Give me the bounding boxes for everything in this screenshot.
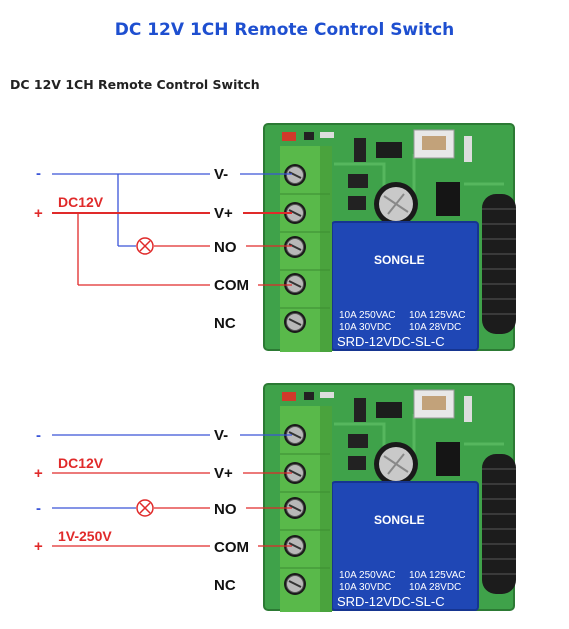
positive-sign-1: + xyxy=(34,205,43,222)
terminal-label-nc-1: NC xyxy=(214,315,236,332)
screw-terminal-nc-2 xyxy=(283,572,307,596)
terminal-label-vplus-2: V+ xyxy=(214,465,233,482)
receiver-board-2: SONGLE 10A 250VAC 10A 30VDC 10A 125VAC 1… xyxy=(262,382,518,614)
relay-model: SRD-12VDC-SL-C xyxy=(337,334,445,349)
supply-label-2: DC12V xyxy=(58,455,104,471)
relay-rating-l2: 10A 30VDC xyxy=(339,322,391,333)
relay-rating-r2: 10A 28VDC xyxy=(409,322,461,333)
relay-rating-l2-2: 10A 30VDC xyxy=(339,582,391,593)
relay-rating-l1: 10A 250VAC xyxy=(339,310,396,321)
terminal-label-no-2: NO xyxy=(214,501,237,518)
load-supply-label-2: 1V-250V xyxy=(58,528,112,544)
screw-terminal-no-1 xyxy=(283,235,307,259)
page-subtitle: DC 12V 1CH Remote Control Switch xyxy=(10,77,260,92)
positive-sign-2a: + xyxy=(34,465,43,482)
screw-terminal-vminus-1 xyxy=(283,163,307,187)
lamp-icon xyxy=(136,237,154,255)
relay-brand-2: SONGLE xyxy=(374,513,425,527)
terminal-label-no-1: NO xyxy=(214,239,237,256)
relay-rating-r2-2: 10A 28VDC xyxy=(409,582,461,593)
screw-terminal-com-1 xyxy=(283,272,307,296)
supply-label-1: DC12V xyxy=(58,194,104,210)
positive-sign-2b: + xyxy=(34,538,43,555)
page-title: DC 12V 1CH Remote Control Switch xyxy=(114,20,455,40)
relay-rating-r1-2: 10A 125VAC xyxy=(409,570,466,581)
terminal-label-com-2: COM xyxy=(214,539,249,556)
terminal-label-vplus-1: V+ xyxy=(214,205,233,222)
relay-brand: SONGLE xyxy=(374,253,425,267)
negative-sign-2a: - xyxy=(36,427,41,444)
negative-sign-2b: - xyxy=(36,500,41,517)
lamp-icon xyxy=(136,499,154,517)
terminal-label-vminus-2: V- xyxy=(214,427,228,444)
negative-sign-1: - xyxy=(36,165,41,182)
wiring-2 xyxy=(52,434,292,547)
wiring-1 xyxy=(52,173,292,286)
terminal-label-vminus-1: V- xyxy=(214,166,228,183)
relay-rating-l1-2: 10A 250VAC xyxy=(339,570,396,581)
screw-terminal-nc-1 xyxy=(283,310,307,334)
terminal-label-nc-2: NC xyxy=(214,577,236,594)
receiver-board-1: SONGLE 10A 250VAC 10A 30VDC 10A 125VAC 1… xyxy=(262,122,518,354)
relay-rating-r1: 10A 125VAC xyxy=(409,310,466,321)
terminal-label-com-1: COM xyxy=(214,277,249,294)
relay-model-2: SRD-12VDC-SL-C xyxy=(337,594,445,609)
